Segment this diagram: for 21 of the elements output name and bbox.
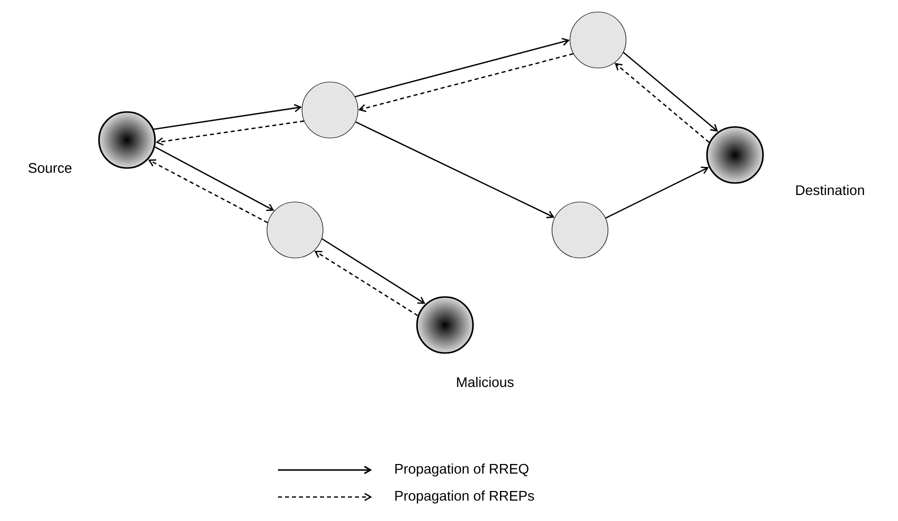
arrow [314, 250, 418, 316]
arrow [322, 238, 426, 304]
node-label: Destination [796, 184, 864, 196]
node-circle [570, 12, 626, 68]
node-circle [266, 202, 324, 258]
node-circle [552, 202, 608, 258]
node-circle [302, 82, 358, 138]
arrow [355, 121, 555, 218]
legend-label: Propagation of RREPs [395, 490, 534, 504]
arrow [358, 53, 574, 112]
arrow [614, 62, 710, 143]
arrow [623, 52, 718, 132]
arrow [154, 104, 302, 130]
legend-label: Propagation of RREQ [395, 464, 528, 476]
arrow [154, 146, 274, 211]
arrow [354, 38, 570, 98]
node-label: Malicious [457, 376, 514, 388]
arrow [156, 120, 304, 146]
arrow [605, 166, 709, 219]
node-label: Source [28, 163, 72, 173]
arrow [148, 159, 268, 224]
